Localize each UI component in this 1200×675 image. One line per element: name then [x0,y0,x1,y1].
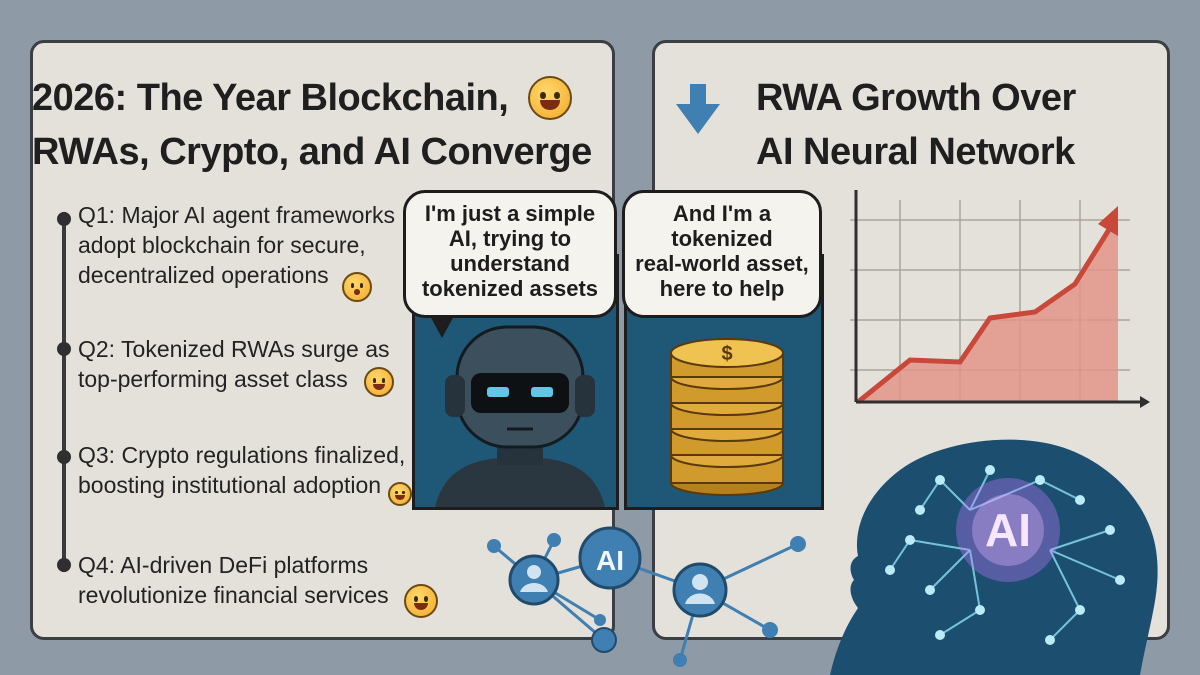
ai-head-illustration: AI [830,439,1158,675]
timeline-line [62,212,66,572]
grin-emoji-icon-small [388,482,412,506]
coin-stack-icon: $ [670,338,784,496]
robot-icon [435,325,605,507]
big-grin-emoji-icon [404,584,438,618]
timeline-item-q1: Q1: Major AI agent frameworks adopt bloc… [78,202,396,288]
speech-bubble-coin: And I'm a tokenized real-world asset, he… [622,190,822,318]
growth-line [856,226,1113,404]
left-title-line-2: RWAs, Crypto, and AI Converge [32,131,592,173]
timeline-item-q4: Q4: AI-driven DeFi platforms revolutioni… [78,552,389,608]
right-title-line-1: RWA Growth Over [756,77,1076,119]
coin-symbol: $ [721,343,732,365]
timeline-dot-q1 [57,212,71,226]
network-ai-label: AI [596,545,624,576]
timeline-dot-q4 [57,558,71,572]
down-arrow-icon [676,84,720,134]
right-title-line-2: AI Neural Network [756,131,1075,173]
network-illustration: AI [487,526,806,667]
timeline-dot-q2 [57,342,71,356]
growth-chart-illustration [850,190,1150,408]
timeline-item-q2: Q2: Tokenized RWAs surge as top-performi… [78,336,390,392]
timeline-dot-q3 [57,450,71,464]
timeline-item-q3: Q3: Crypto regulations finalized, boosti… [78,442,406,498]
surprised-emoji-icon [342,272,372,302]
speech-bubble-ai: I'm just a simple AI, trying to understa… [403,190,617,318]
growth-area [858,218,1118,402]
speech-bubble-ai-tail [430,316,454,338]
head-ai-label: AI [985,504,1031,556]
laughing-emoji-icon [364,367,394,397]
grin-emoji-icon [528,76,572,120]
left-title-line-1: 2026: The Year Blockchain, [32,77,509,119]
